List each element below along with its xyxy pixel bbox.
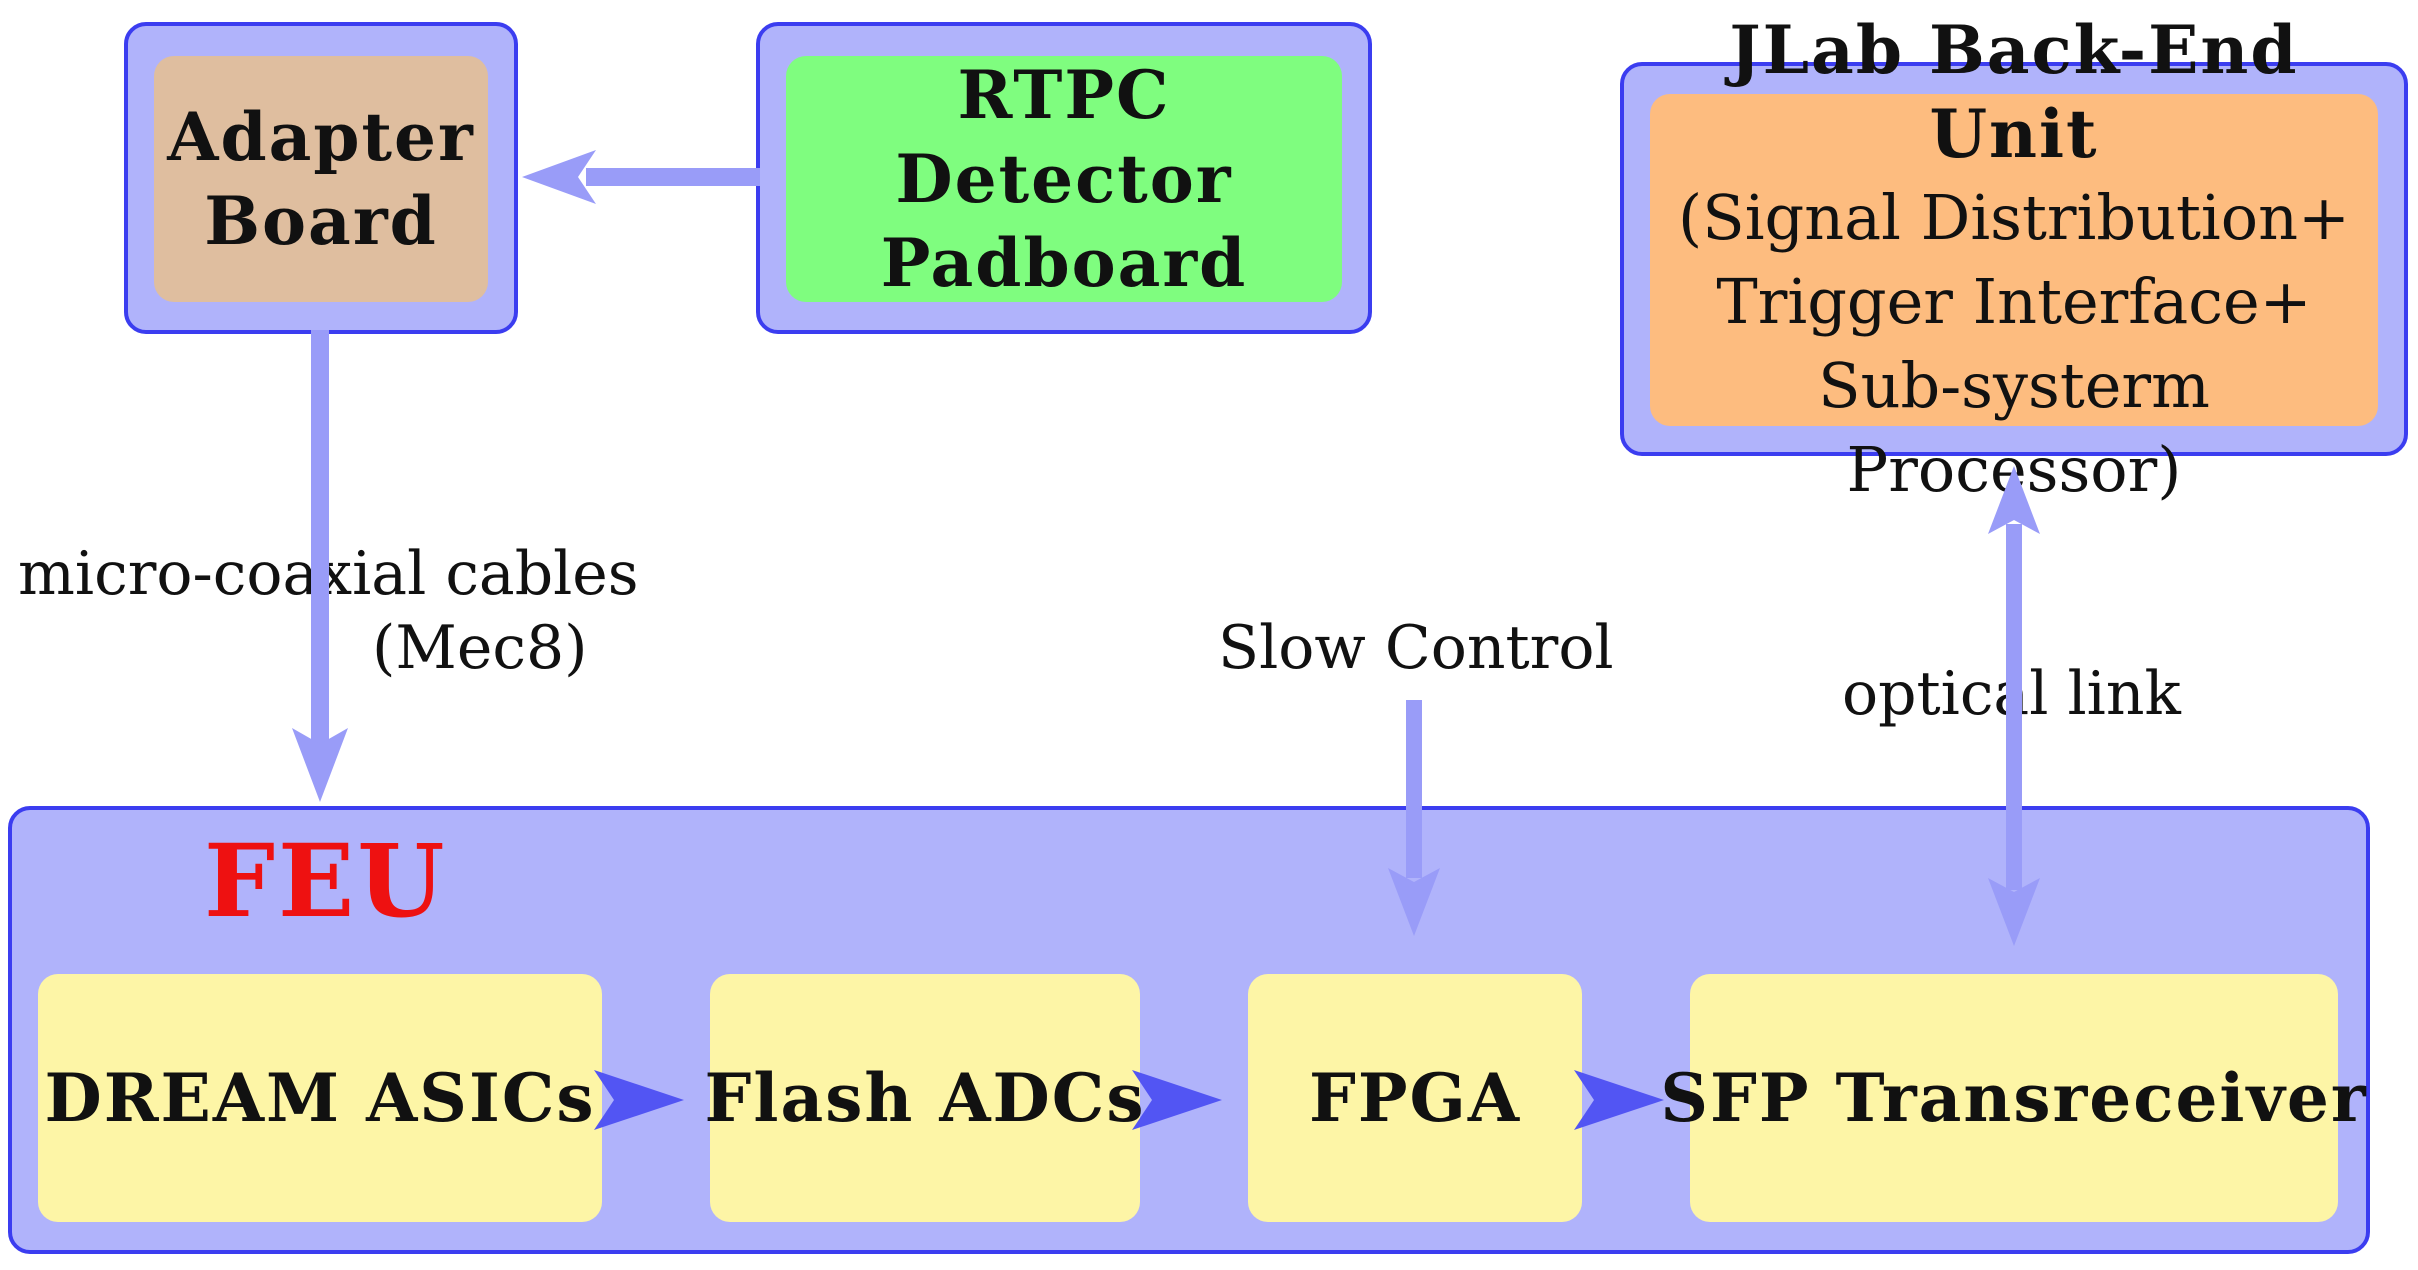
stage-sfp-transreceiver: SFP Transreceiver (1660, 974, 2366, 1222)
stage-dream-asics-label: DREAM ASICs (44, 1059, 596, 1137)
stage-sfp-transreceiver-label: SFP Transreceiver (1660, 1059, 2368, 1137)
rtpc-padboard-label-line-1: RTPC Detector (895, 56, 1233, 218)
adapter-board-node: Adapter Board (154, 56, 488, 302)
slow-control-label: Slow Control (1218, 613, 1614, 683)
stage-fpga-label: FPGA (1308, 1059, 1522, 1137)
rtpc-padboard-label-line-2: Padboard (880, 224, 1248, 302)
stage-fpga: FPGA (1248, 974, 1582, 1222)
stage-flash-adcs: Flash ADCs (705, 974, 1143, 1222)
jlab-backend-line-1: (Signal Distribution+ (1678, 181, 2350, 254)
optical-link-label: optical link (1842, 659, 2181, 729)
arrow-rtpc-to-adapter (522, 150, 760, 204)
cable-label-line-2: (Mec8) (372, 613, 588, 683)
adapter-board-label-line-1: Adapter (167, 98, 475, 176)
jlab-backend-title: JLab Back-End Unit (1729, 11, 2299, 173)
jlab-backend-line-2: Trigger Interface+ (1716, 265, 2312, 338)
feu-title: FEU (204, 822, 448, 940)
jlab-backend-line-3: Sub-systerm Processor) (1818, 349, 2210, 506)
stage-flash-adcs-label: Flash ADCs (704, 1059, 1146, 1137)
jlab-backend-node: JLab Back-End Unit (Signal Distribution+… (1650, 11, 2378, 506)
rtpc-padboard-node: RTPC Detector Padboard (786, 56, 1342, 302)
jlab-backend-frame: JLab Back-End Unit (Signal Distribution+… (1620, 11, 2408, 506)
rtpc-padboard-frame: RTPC Detector Padboard (756, 22, 1372, 334)
stage-dream-asics: DREAM ASICs (38, 974, 602, 1222)
cable-label-line-1: micro-coaxial cables (18, 539, 639, 609)
adapter-board-label-line-2: Board (204, 182, 438, 260)
adapter-board-frame: Adapter Board (124, 22, 518, 334)
